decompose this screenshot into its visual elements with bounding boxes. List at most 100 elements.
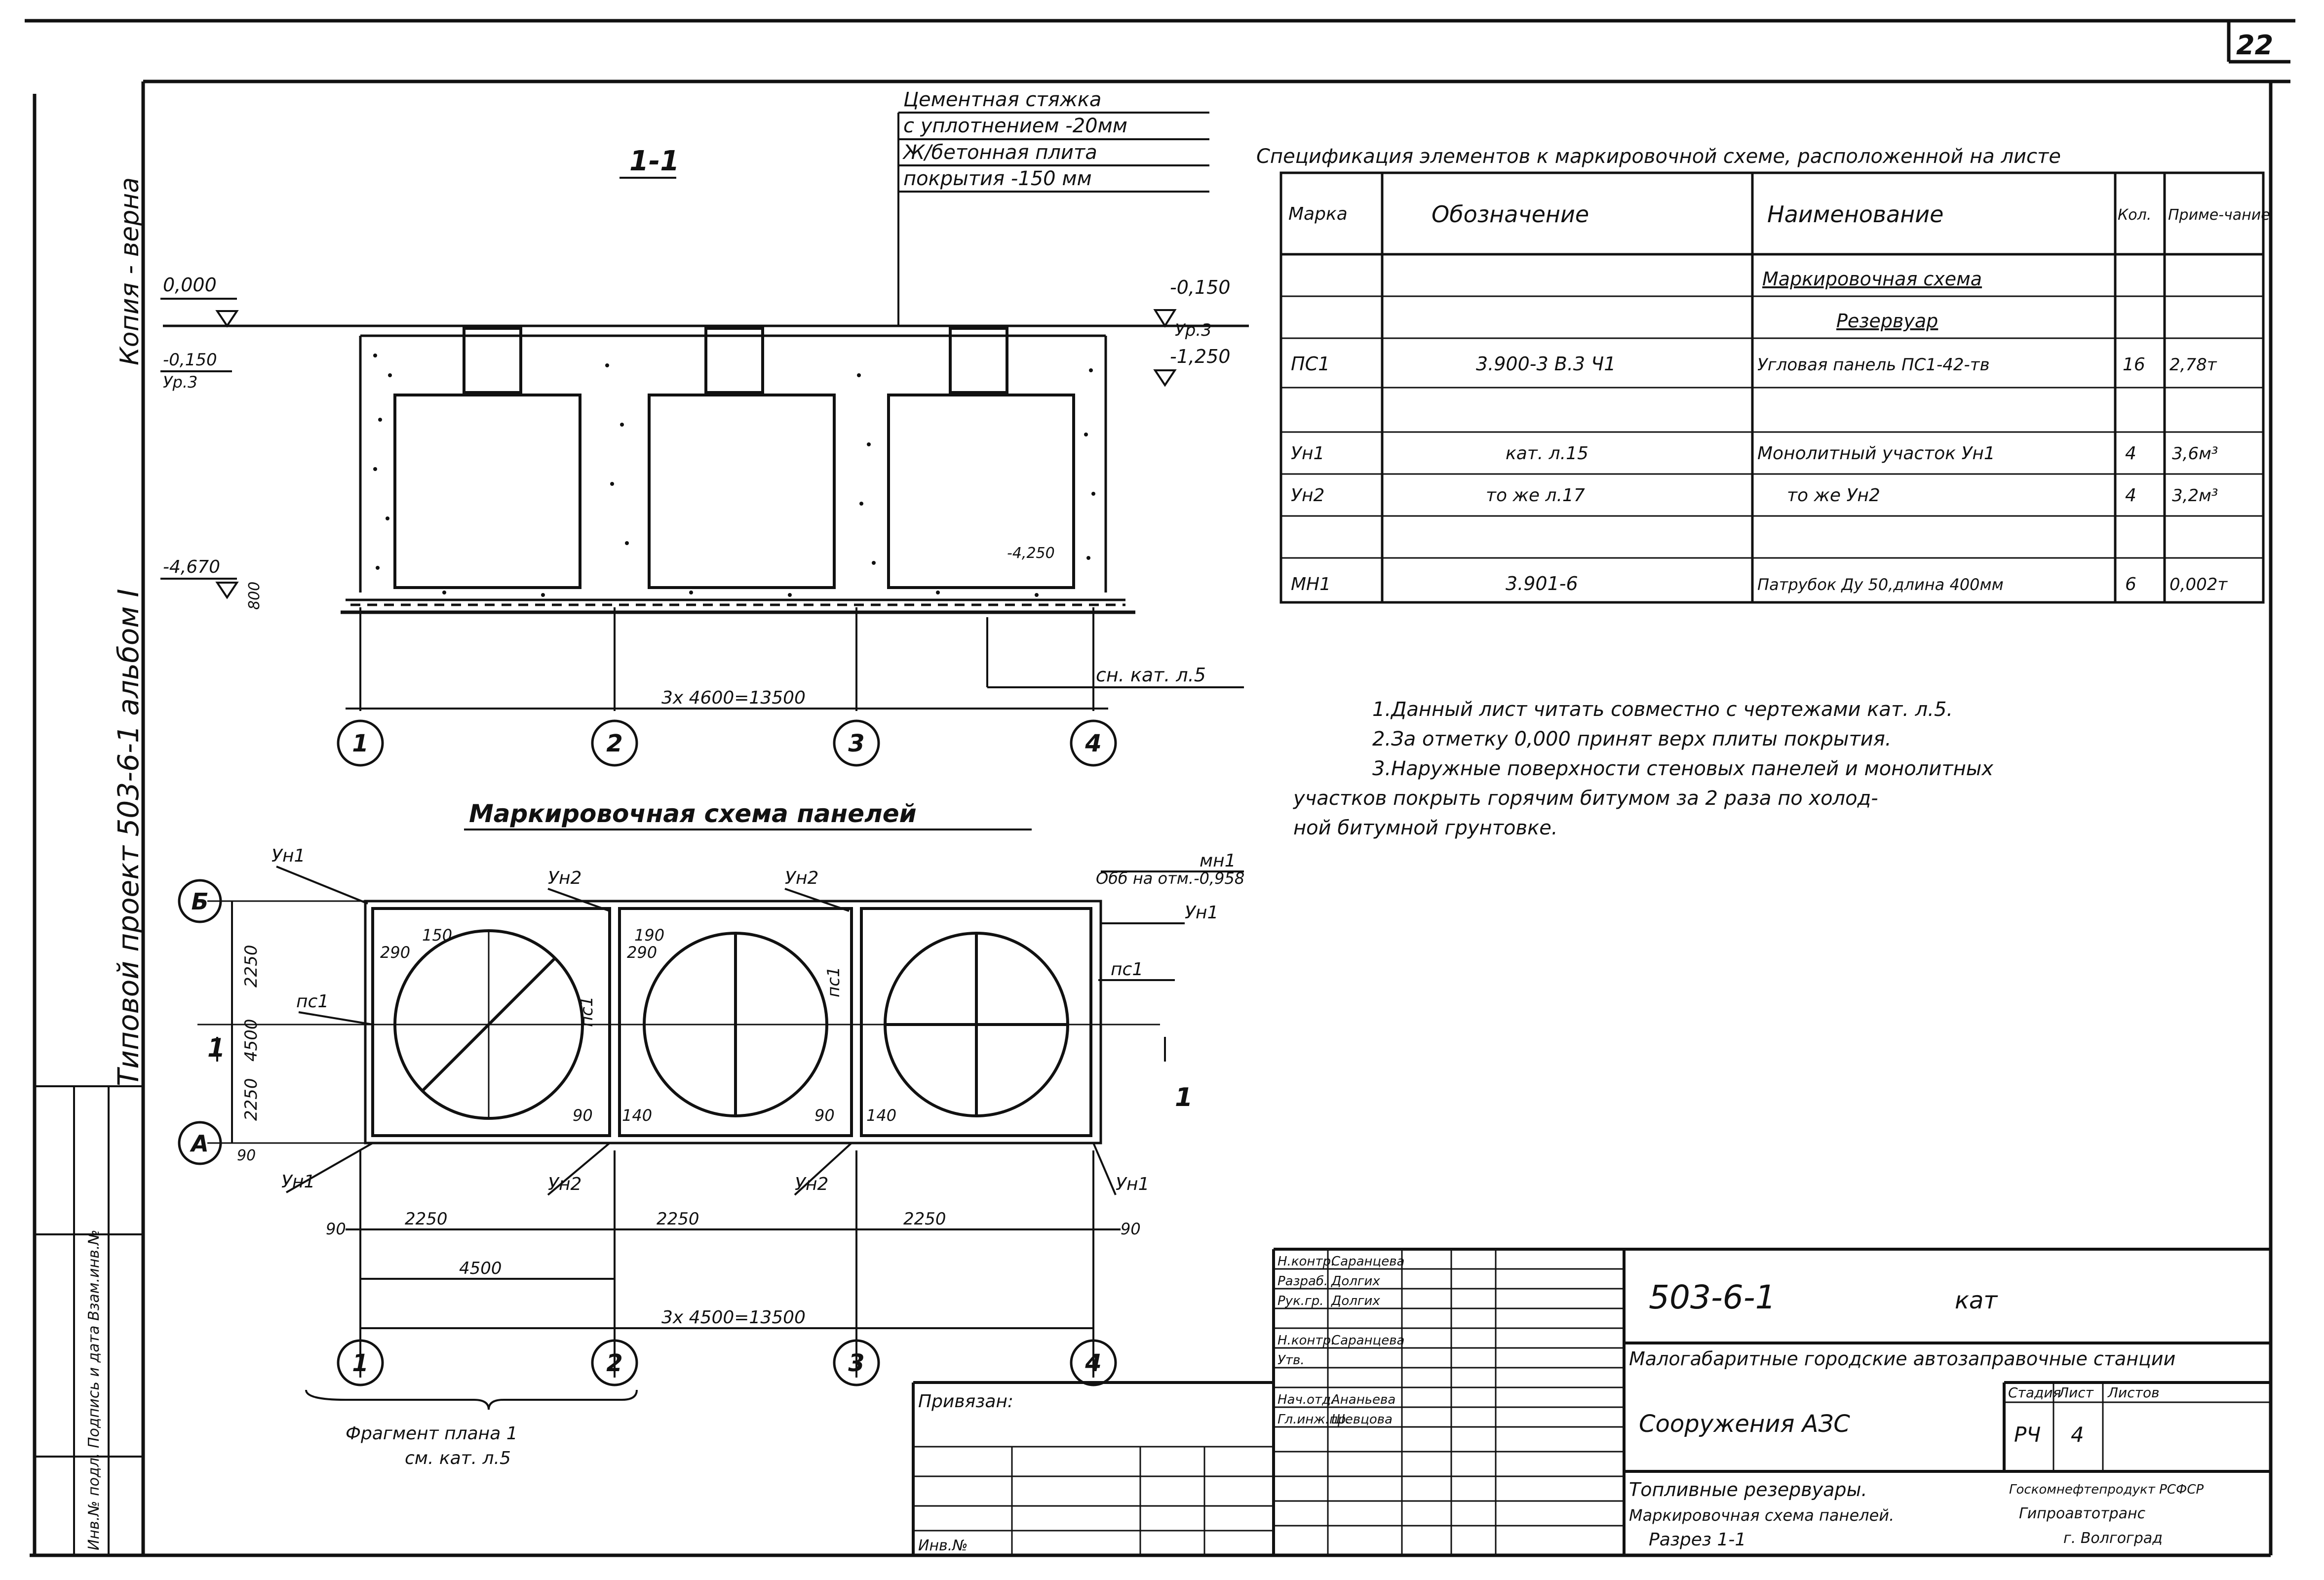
dim-90-b: 90 xyxy=(814,1106,835,1125)
layer-callout: Цементная стяжка с уплотнением -20мм Ж/б… xyxy=(897,88,1209,326)
tb-role-3: Рук.гр. xyxy=(1278,1294,1323,1308)
layer-line-4: покрытия -150 мм xyxy=(903,167,1092,190)
plan-small-dims: 150 190 290 290 90 140 90 140 90 90 90 xyxy=(237,926,1141,1238)
bdim-3: 2250 xyxy=(903,1209,946,1229)
spec-header-name: Наименование xyxy=(1767,201,1943,228)
tb-name-2: Долгих xyxy=(1331,1274,1380,1289)
spec-row-qty: 6 xyxy=(2125,574,2136,594)
plan-label-nc1-b: пс1 xyxy=(577,996,597,1027)
plan-label-yn2-t2: Ун2 xyxy=(785,868,818,888)
plan-axis-a: А xyxy=(190,1130,209,1157)
dim-90-e: 90 xyxy=(1121,1220,1141,1238)
spec-row-name: Монолитный участок Ун1 xyxy=(1757,443,1995,464)
section-concrete-hatch xyxy=(373,354,1095,597)
tb-role-6: Нач.отд. xyxy=(1278,1392,1335,1407)
tb-name-4: Саранцева xyxy=(1331,1333,1404,1348)
section-axis-3: 3 xyxy=(848,730,864,757)
dim-150: 150 xyxy=(422,926,452,945)
dim-90-a: 90 xyxy=(573,1106,593,1125)
spec-row-mark: Ун2 xyxy=(1291,485,1324,506)
plan-axis-1: 1 xyxy=(352,1349,368,1377)
inventory-strip xyxy=(35,1085,143,1555)
tb-role-2: Разраб. xyxy=(1278,1274,1328,1289)
elev-left-low: -0,150 xyxy=(163,350,217,370)
dim-140-a: 140 xyxy=(622,1106,652,1125)
spec-header-mark: Марка xyxy=(1288,204,1348,224)
tb-sheet-label: Лист xyxy=(2058,1384,2094,1401)
bdim-1: 2250 xyxy=(405,1209,448,1229)
spec-row-qty: 16 xyxy=(2123,355,2145,375)
tb-org-2: Гипроавтотранс xyxy=(2019,1505,2146,1522)
vdim-bottom: 2250 xyxy=(241,1078,261,1121)
tb-stage-label: Стадия xyxy=(2008,1384,2061,1401)
spec-row-name: Резервуар xyxy=(1836,310,1938,332)
plan-label-nc1-c: пс1 xyxy=(824,966,844,997)
section-title: 1-1 xyxy=(629,145,679,177)
note-line-3: 3.Наружные поверхности стеновых панелей … xyxy=(1372,757,1993,780)
plan-label-yn2-t1: Ун2 xyxy=(548,868,581,888)
marking-plan: Маркировочная схема панелей Ун1 Ун2 xyxy=(178,799,1244,1468)
plan-label-yn1-bl: Ун1 xyxy=(281,1172,315,1192)
plan-axis-4: 4 xyxy=(1085,1349,1101,1377)
spec-row-name: Патрубок Ду 50,длина 400мм xyxy=(1757,575,2004,594)
tb-code: 503-6-1 xyxy=(1649,1278,1776,1316)
spec-header-note: Приме-чание xyxy=(2168,206,2270,224)
plan-label-yn1-tr: Ун1 xyxy=(1185,903,1218,923)
spec-row-designation: то же л.17 xyxy=(1486,485,1585,506)
tb-name-3: Долгих xyxy=(1331,1294,1380,1308)
plan-label-yn1-br: Ун1 xyxy=(1116,1174,1149,1194)
tb-role-4: Н.контр. xyxy=(1278,1333,1335,1348)
project-album-label: Типовой проект 503-6-1 альбом I xyxy=(112,589,145,1086)
spec-row-designation: кат. л.15 xyxy=(1506,443,1588,464)
spec-row-note: 2,78т xyxy=(2169,355,2217,375)
tb-name-6: Ананьева xyxy=(1330,1392,1395,1407)
tb-name-7: Шевцова xyxy=(1331,1412,1393,1427)
dim-290-b: 290 xyxy=(627,943,657,962)
tb-org-1: Госкомнефтепродукт РСФСР xyxy=(2009,1482,2204,1497)
plan-vertical-dims: 2250 4500 2250 Б А xyxy=(178,879,261,1165)
spec-row-mark: ПС1 xyxy=(1291,353,1330,375)
dim-140-b: 140 xyxy=(866,1106,896,1125)
tb-drawing-title-3: Разрез 1-1 xyxy=(1649,1530,1746,1550)
elev-mid: -4,250 xyxy=(1007,545,1055,562)
sheet-frame xyxy=(25,19,2295,1557)
tb-project-name: Малогабаритные городские автозаправочные… xyxy=(1629,1348,2175,1370)
spec-row-qty: 4 xyxy=(2125,443,2136,464)
plan-label-yn1-tl: Ун1 xyxy=(271,846,305,866)
fragment-label-1: Фрагмент плана 1 xyxy=(346,1423,518,1444)
note-line-2: 2.За отметку 0,000 принят верх плиты пок… xyxy=(1372,728,1892,750)
section-axis-1: 1 xyxy=(352,730,368,757)
plan-axis-3: 3 xyxy=(848,1349,864,1377)
plan-axis-2: 2 xyxy=(606,1349,622,1377)
vdim-total: 4500 xyxy=(241,1019,261,1062)
pipe-reference: сн. кат. л.5 xyxy=(1096,664,1206,686)
section-span-dim: 3х 4600=13500 xyxy=(661,688,806,708)
section-axis-4: 4 xyxy=(1085,730,1101,757)
sheet-number: 22 xyxy=(2236,30,2273,61)
tb-sheet: 4 xyxy=(2071,1422,2084,1447)
tb-sheets-label: Листов xyxy=(2107,1384,2160,1401)
elev-bottom: -4,670 xyxy=(163,557,220,577)
cut-mark-right: 1 xyxy=(1175,1083,1193,1112)
layer-line-3: Ж/бетонная плита xyxy=(902,141,1097,164)
spec-row-name: Маркировочная схема xyxy=(1762,268,1982,290)
tb-code-suffix: кат xyxy=(1955,1287,1998,1314)
overall-dim: 4500 xyxy=(459,1259,502,1278)
spec-row-designation: 3.901-6 xyxy=(1506,573,1578,594)
plan-label-nc1-d: пс1 xyxy=(1111,959,1143,980)
plan-axis-b: Б xyxy=(191,888,208,915)
tb-role-7: Гл.инж.пр. xyxy=(1278,1412,1350,1427)
spec-header-designation: Обозначение xyxy=(1432,201,1589,228)
tb-role-5: Утв. xyxy=(1278,1353,1305,1368)
total-dim: 3х 4500=13500 xyxy=(661,1307,806,1328)
layer-line-1: Цементная стяжка xyxy=(903,88,1101,111)
plan-label-mn1: мн1 xyxy=(1200,851,1236,871)
layer-line-2: с уплотнением -20мм xyxy=(903,115,1127,137)
dim-290-a: 290 xyxy=(380,943,410,962)
tb-name-1: Саранцева xyxy=(1331,1254,1404,1269)
spec-rows: Маркировочная схема Резервуар ПС1 3.900-… xyxy=(1291,268,2228,594)
spec-row-name: Угловая панель ПС1-42-тв xyxy=(1757,355,1990,375)
elevation-marks: 0,000 -0,150 Ур.3 -0,150 Ур.3 -1,250 -4,… xyxy=(160,274,1231,610)
copy-verified-label: Копия - верна xyxy=(115,177,145,365)
